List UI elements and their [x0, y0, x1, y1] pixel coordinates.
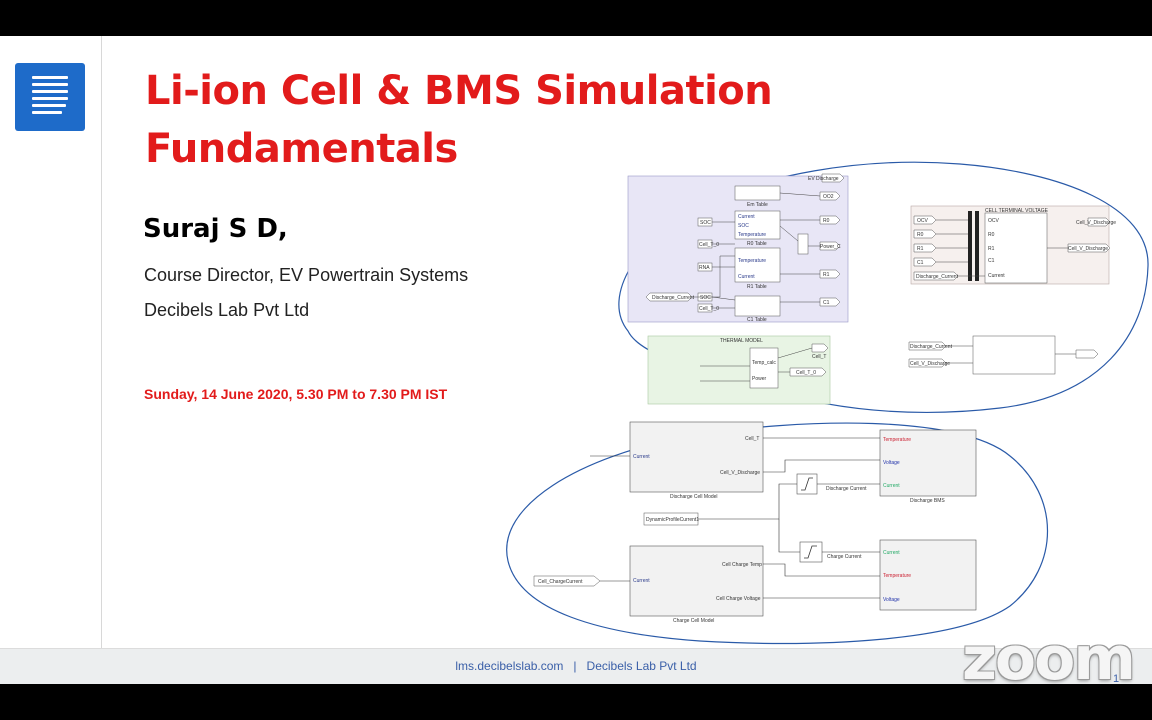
slide-footer: lms.decibelslab.com | Decibels Lab Pvt L… — [0, 648, 1152, 684]
svg-text:CELL TERMINAL VOLTAGE: CELL TERMINAL VOLTAGE — [985, 208, 1049, 214]
title-line-2: Fundamentals — [145, 126, 458, 172]
title-line-1: Li-ion Cell & BMS Simulation — [145, 68, 773, 114]
svg-text:Discharge_Current: Discharge_Current — [910, 344, 953, 350]
svg-text:Current: Current — [883, 483, 900, 489]
slide-title: Li-ion Cell & BMS Simulation Fundamental… — [145, 62, 773, 178]
svg-text:Discharge Current: Discharge Current — [826, 486, 867, 492]
svg-text:C1: C1 — [988, 258, 995, 264]
svg-text:Temperature: Temperature — [883, 573, 911, 579]
svg-text:R1: R1 — [823, 272, 830, 278]
svg-text:C1 Table: C1 Table — [747, 317, 767, 323]
svg-text:R1: R1 — [917, 246, 924, 252]
svg-text:EV Discharge: EV Discharge — [808, 176, 839, 182]
r0-table-block — [734, 210, 781, 240]
charge-saturation-block — [799, 541, 823, 563]
sidebar-divider — [101, 36, 102, 648]
c1-table-block — [734, 295, 781, 317]
svg-text:Voltage: Voltage — [883, 460, 900, 466]
svg-text:Discharge Cell Model: Discharge Cell Model — [670, 494, 718, 500]
svg-text:Cell_ChargeCurrent: Cell_ChargeCurrent — [538, 579, 583, 585]
session-date: Sunday, 14 June 2020, 5.30 PM to 7.30 PM… — [144, 386, 448, 402]
svg-text:OO2: OO2 — [823, 194, 834, 200]
svg-text:Voltage: Voltage — [883, 597, 900, 603]
thermal-block — [749, 347, 779, 389]
svg-text:SOC: SOC — [700, 295, 711, 301]
discharge-cell-model-block — [629, 421, 764, 493]
svg-text:SOC: SOC — [700, 220, 711, 226]
r1-table-block — [734, 247, 781, 283]
voltage-calc-block — [984, 212, 1048, 284]
svg-text:Discharge_Current: Discharge_Current — [652, 295, 695, 301]
svg-text:R0: R0 — [988, 232, 995, 238]
svg-text:Current: Current — [633, 454, 650, 460]
svg-text:Cell_V_Discharge: Cell_V_Discharge — [720, 470, 760, 476]
svg-text:Temp_calc: Temp_calc — [752, 360, 776, 366]
svg-text:Cell_V_Discharge: Cell_V_Discharge — [910, 361, 950, 367]
svg-text:Current: Current — [738, 214, 755, 220]
svg-text:Cell_T_0: Cell_T_0 — [699, 306, 719, 312]
svg-text:DynamicProfileCurrent1: DynamicProfileCurrent1 — [646, 517, 699, 523]
page-number: 1 — [1113, 673, 1120, 684]
presenter-role: Course Director, EV Powertrain Systems — [144, 265, 469, 285]
svg-text:OCV: OCV — [917, 218, 929, 224]
svg-text:Em Table: Em Table — [747, 202, 768, 208]
company-name: Decibels Lab Pvt Ltd — [144, 300, 310, 320]
svg-text:C1: C1 — [917, 260, 924, 266]
svg-text:R0 Table: R0 Table — [747, 241, 767, 247]
svg-text:C1: C1 — [823, 300, 830, 306]
svg-text:Cell_T_0: Cell_T_0 — [699, 242, 719, 248]
zoom-watermark: zoom — [962, 624, 1136, 684]
svg-text:Current: Current — [988, 273, 1005, 279]
svg-text:Discharge BMS: Discharge BMS — [910, 498, 945, 504]
svg-text:Cell_T_0: Cell_T_0 — [796, 370, 816, 376]
footer-text: lms.decibelslab.com | Decibels Lab Pvt L… — [455, 659, 697, 673]
presenter-name: Suraj S D, — [143, 214, 288, 244]
discharge-bms-block — [879, 429, 977, 497]
svg-text:R0: R0 — [917, 232, 924, 238]
svg-text:RNA: RNA — [699, 265, 710, 271]
svg-text:R1 Table: R1 Table — [747, 284, 767, 290]
discharge-subsystem-small — [972, 335, 1056, 375]
svg-text:Charge Current: Charge Current — [827, 554, 862, 560]
svg-text:Discharge_Current: Discharge_Current — [916, 274, 959, 280]
charge-cell-model-block — [629, 545, 764, 617]
svg-text:SOC: SOC — [738, 223, 749, 229]
charge-bms-block — [879, 539, 977, 611]
svg-text:Cell_V_Discharge: Cell_V_Discharge — [1076, 220, 1116, 226]
svg-text:Cell Charge Temp: Cell Charge Temp — [722, 562, 762, 568]
charge-current-input — [533, 575, 601, 587]
svg-text:Temperature: Temperature — [883, 437, 911, 443]
svg-text:Current: Current — [633, 578, 650, 584]
svg-text:Temperature: Temperature — [738, 232, 766, 238]
em-table-block — [734, 185, 781, 201]
svg-text:Temperature: Temperature — [738, 258, 766, 264]
slide: Li-ion Cell & BMS Simulation Fundamental… — [0, 36, 1152, 684]
svg-text:Cell Charge Voltage: Cell Charge Voltage — [716, 596, 761, 602]
svg-text:Current: Current — [883, 550, 900, 556]
svg-text:Power: Power — [752, 376, 767, 382]
svg-text:Cell_V_Discharge: Cell_V_Discharge — [1068, 246, 1108, 252]
svg-text:R0: R0 — [823, 218, 830, 224]
svg-text:Current: Current — [738, 274, 755, 280]
svg-text:Charge Cell Model: Charge Cell Model — [673, 618, 714, 624]
svg-text:Cell_T: Cell_T — [812, 354, 826, 360]
svg-text:OCV: OCV — [988, 218, 1000, 224]
svg-text:THERMAL MODEL: THERMAL MODEL — [720, 338, 763, 344]
svg-text:R1: R1 — [988, 246, 995, 252]
document-lines-icon — [15, 63, 85, 131]
svg-text:Cell_T: Cell_T — [745, 436, 759, 442]
svg-text:Power_C: Power_C — [820, 244, 841, 250]
